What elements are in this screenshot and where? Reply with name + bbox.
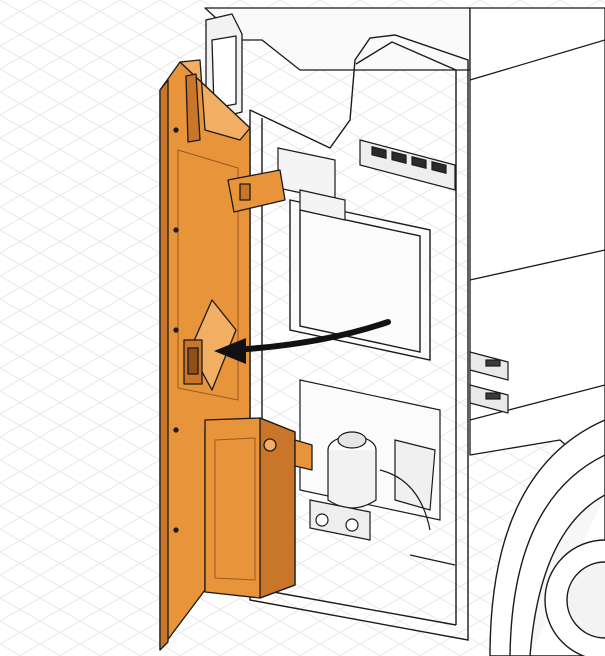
rivet — [173, 527, 179, 533]
rivet — [173, 227, 179, 233]
orange-door-panel — [159, 59, 313, 651]
side-latches — [469, 351, 509, 414]
wheel-arch — [489, 419, 605, 656]
curved-arrow-icon — [214, 319, 391, 364]
panel-button — [411, 155, 427, 169]
rivet — [173, 127, 179, 133]
door-frame — [249, 34, 469, 641]
control-panel — [359, 139, 456, 191]
panel-button — [371, 146, 387, 159]
rivet — [173, 327, 179, 333]
panel-button — [391, 150, 407, 164]
panel-button — [431, 160, 447, 174]
upper-hinge — [277, 147, 346, 221]
lower-mechanism — [299, 379, 456, 566]
rivet — [173, 427, 179, 433]
